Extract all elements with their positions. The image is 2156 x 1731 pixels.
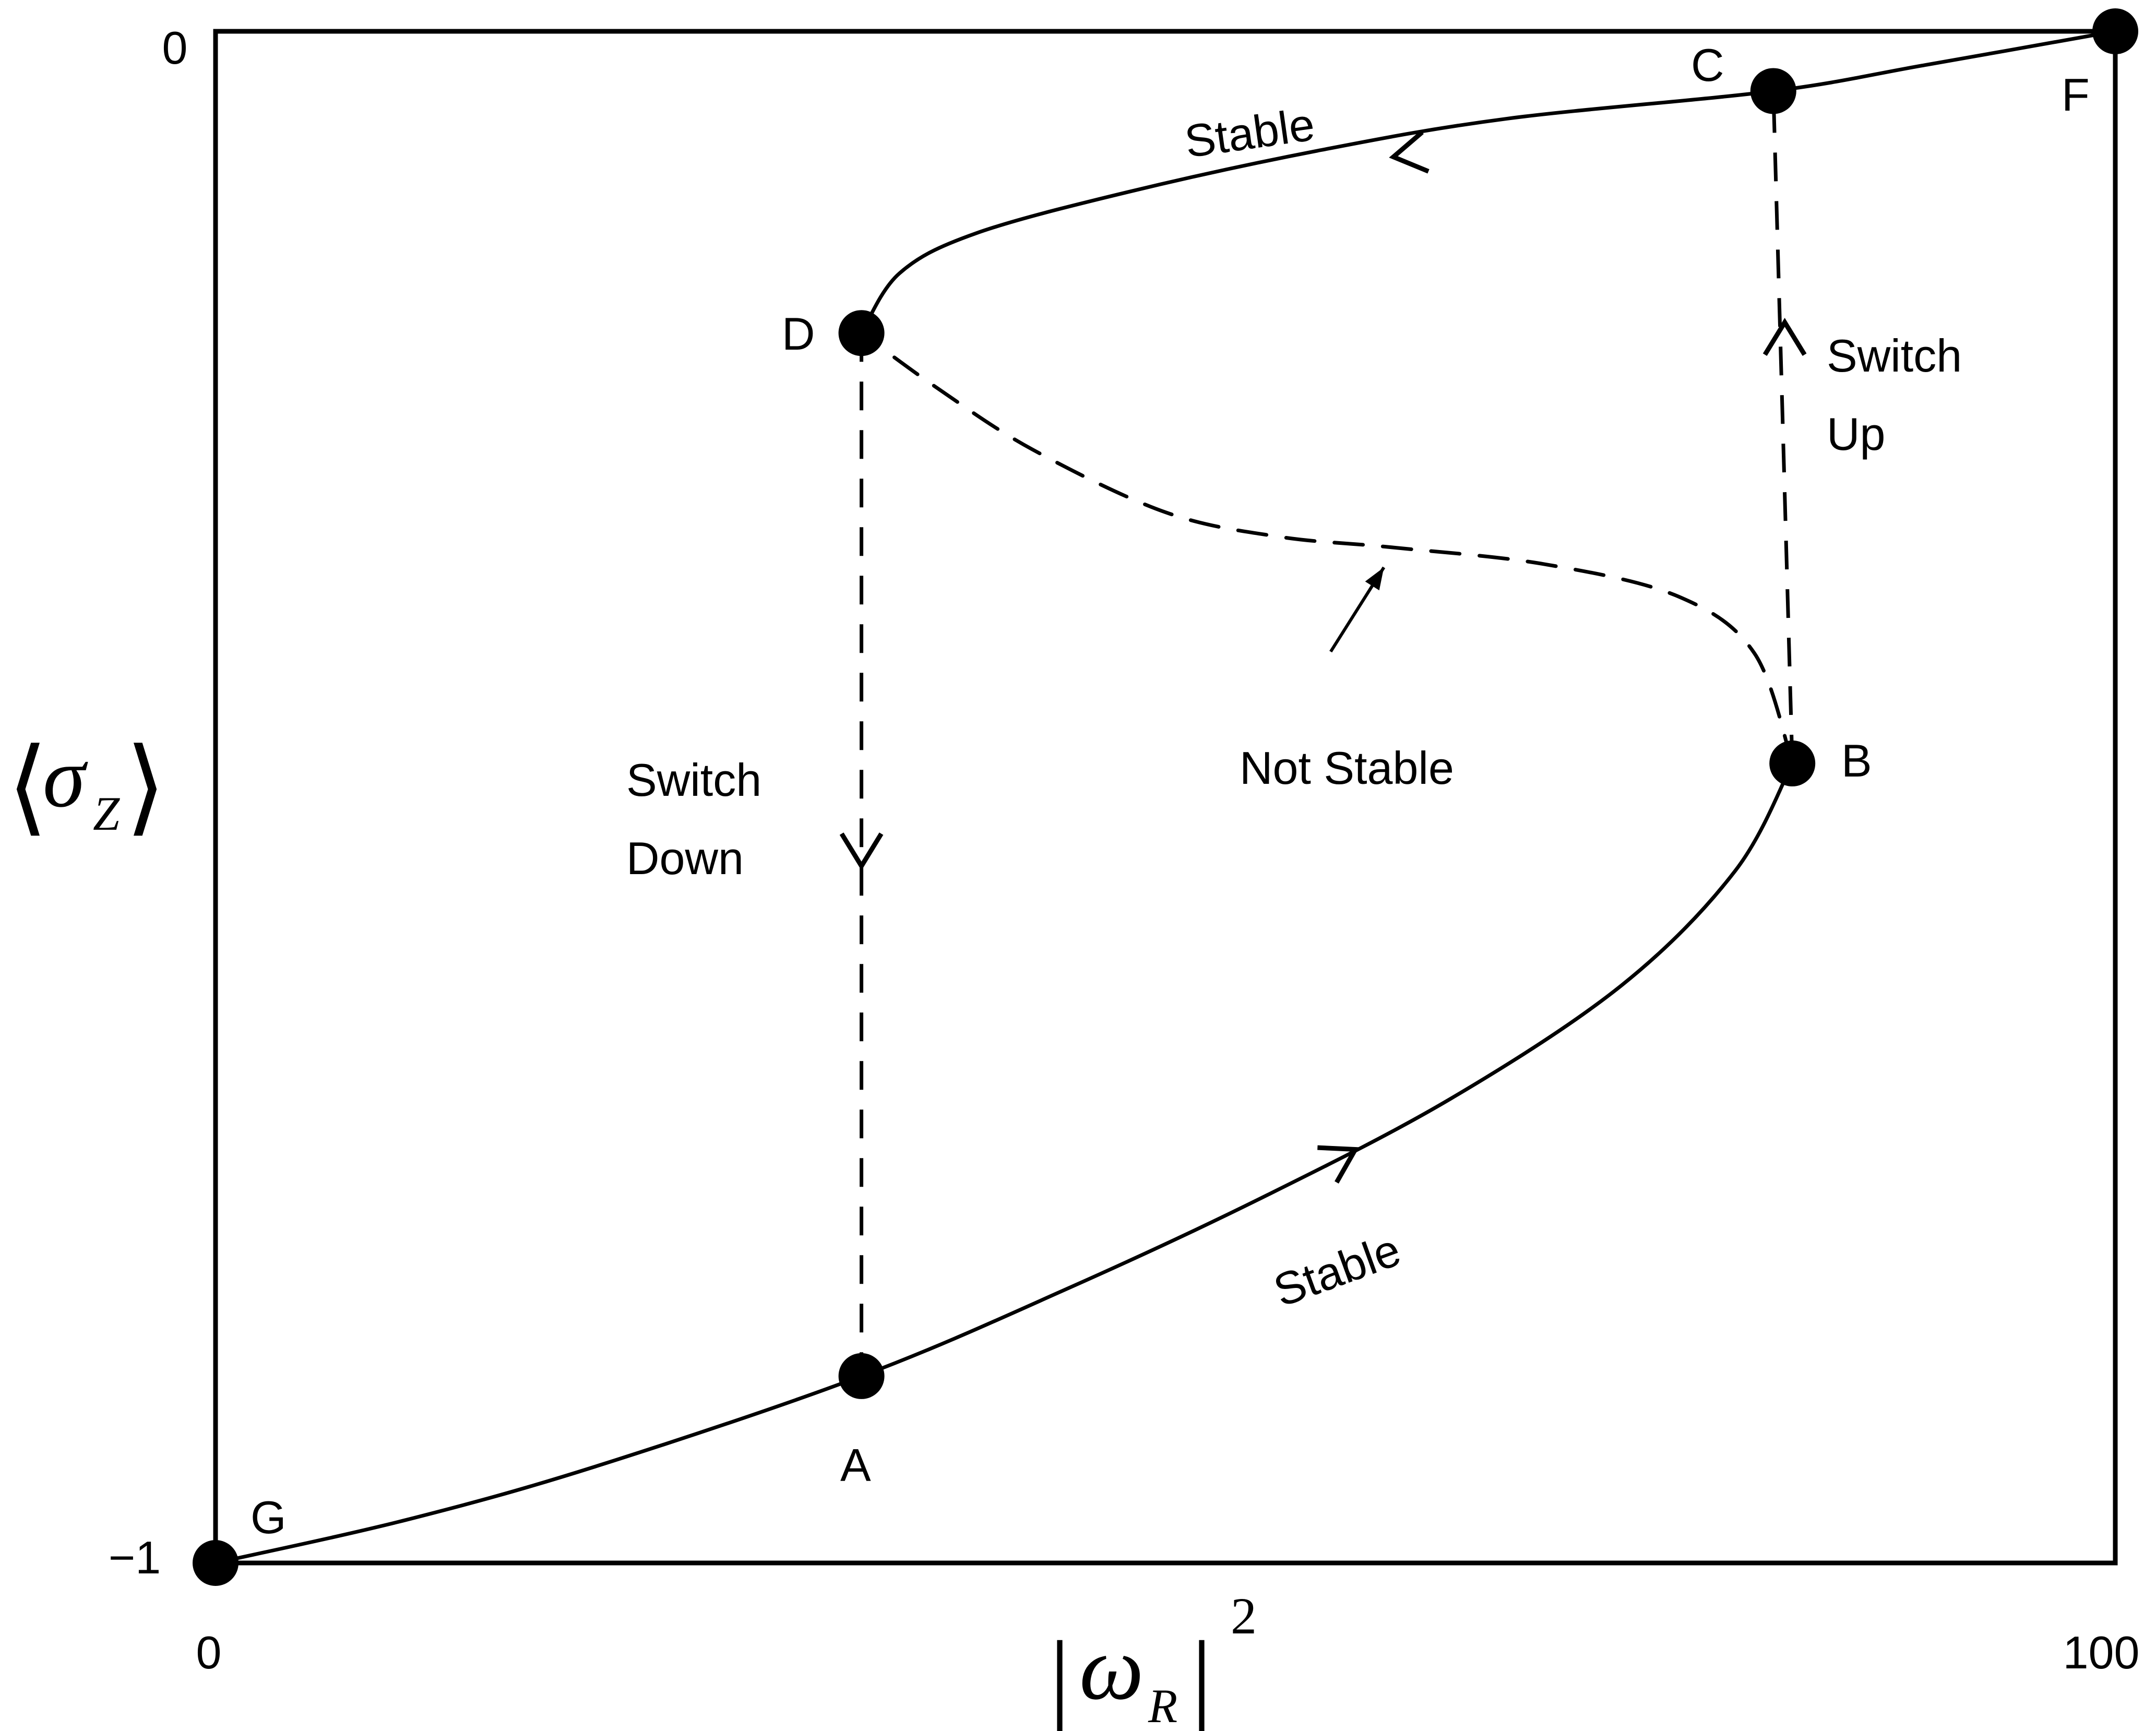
point-d (838, 310, 885, 356)
x-axis-label: | ω R | 2 (1049, 1587, 1257, 1731)
switch-up-label-line2: Up (1827, 408, 1886, 460)
x-axis-label-subscript: R (1148, 1679, 1177, 1731)
point-label-d: D (782, 308, 815, 360)
point-f (2092, 8, 2138, 54)
switch-up-line (1771, 91, 1794, 764)
point-label-b: B (1841, 735, 1872, 786)
plot-frame (213, 29, 2118, 1566)
y-axis-label-close-bracket: ⟩ (125, 730, 166, 845)
lower-stable-branch (213, 761, 1794, 1565)
point-label-f: F (2062, 69, 2090, 121)
y-axis-label-subscript: Z (93, 787, 120, 840)
x-tick-label-100: 100 (2063, 1627, 2140, 1678)
stable-upper-label: Stable (1182, 98, 1318, 168)
point-g (193, 1540, 239, 1586)
point-c (1750, 68, 1796, 114)
switch-up-label-line1: Switch (1827, 330, 1962, 381)
y-axis-label-symbol: σ (43, 730, 88, 825)
switch-down-label-line1: Switch (626, 754, 761, 806)
y-tick-label-0: 0 (162, 22, 188, 74)
point-label-g: G (251, 1491, 286, 1543)
x-tick-label-0: 0 (196, 1627, 222, 1678)
not-stable-pointer-head (1365, 567, 1384, 591)
point-label-c: C (1691, 39, 1724, 91)
y-tick-label-minus-1: −1 (109, 1532, 161, 1583)
x-axis-label-right-bar: | (1191, 1619, 1212, 1731)
switch-up-arrow (1762, 318, 1807, 356)
upper-stable-branch (860, 29, 2117, 335)
y-axis-label-open-bracket: ⟨ (7, 730, 48, 845)
stable-lower-label: Stable (1267, 1223, 1407, 1316)
y-axis-label: ⟨ σ Z ⟩ (7, 730, 166, 845)
switch-down-label-line2: Down (626, 832, 744, 884)
point-a (838, 1353, 885, 1399)
point-label-a: A (840, 1439, 871, 1491)
not-stable-label: Not Stable (1240, 742, 1454, 794)
stable-lower-arrow (1317, 1145, 1360, 1184)
stable-upper-arrow (1389, 130, 1430, 174)
switch-down-arrow (839, 832, 884, 871)
unstable-branch (860, 331, 1794, 766)
x-axis-label-superscript: 2 (1231, 1587, 1257, 1645)
x-axis-label-left-bar: | (1049, 1619, 1070, 1731)
x-axis-label-symbol: ω (1079, 1617, 1144, 1718)
point-b (1769, 740, 1816, 786)
